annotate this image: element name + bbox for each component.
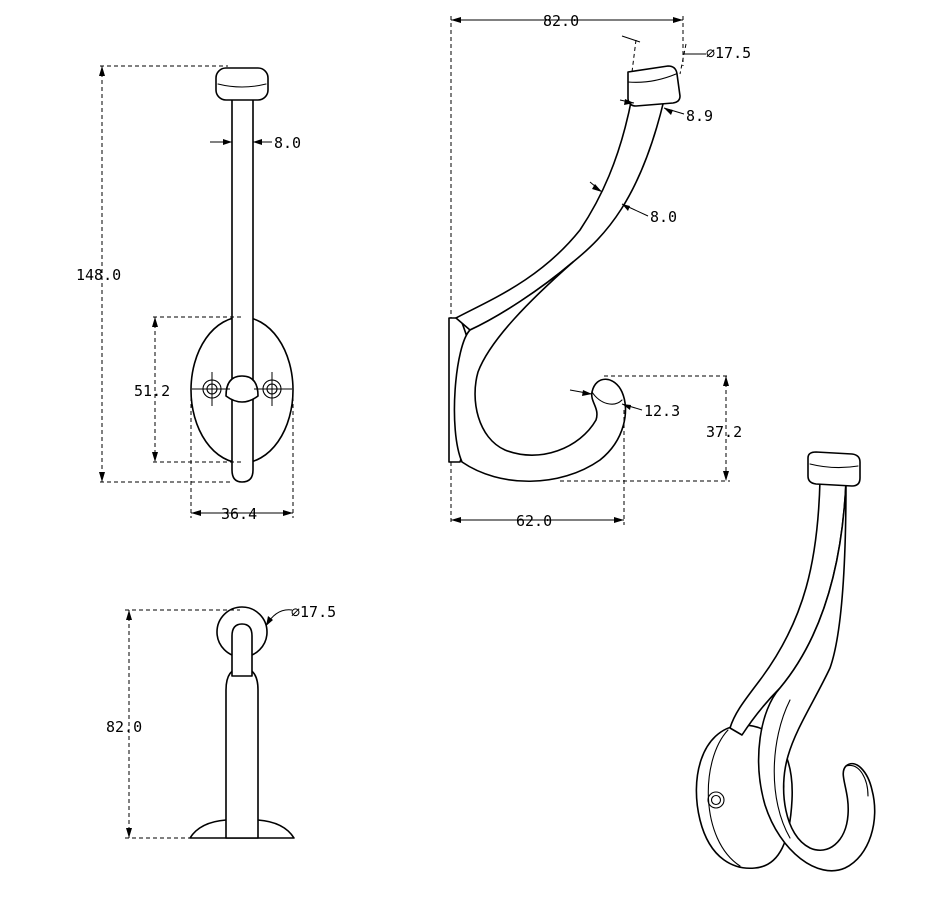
dim-plate-height-label: 51.2 bbox=[134, 382, 170, 400]
iso-cap bbox=[807, 451, 861, 487]
iso-screw-hole-left bbox=[707, 791, 725, 809]
dim-side-neck: 8.9 bbox=[619, 99, 713, 125]
dim-side-arm-label: 8.0 bbox=[650, 208, 677, 226]
dim-side-tip-height: 37.2 bbox=[560, 375, 742, 482]
dim-side-cap-label: ⌀17.5 bbox=[706, 44, 751, 62]
dim-side-tip-label: 12.3 bbox=[644, 402, 680, 420]
dim-top-cap-label: ⌀17.5 bbox=[291, 603, 336, 621]
dim-top-height-label: 82.0 bbox=[106, 718, 142, 736]
iso-view bbox=[695, 451, 876, 872]
dim-plate-width: 36.4 bbox=[190, 390, 294, 523]
front-hook-bulge bbox=[225, 375, 259, 403]
front-cap bbox=[215, 67, 269, 101]
front-shank bbox=[231, 95, 254, 483]
dim-side-width: 82.0 bbox=[450, 12, 684, 318]
dim-side-arm: 8.0 bbox=[589, 181, 677, 226]
dim-side-reach-label: 62.0 bbox=[516, 512, 552, 530]
dim-side-tip-height-label: 37.2 bbox=[706, 423, 742, 441]
dim-front-shank-label: 8.0 bbox=[274, 134, 301, 152]
side-view: 82.0 ⌀17.5 8.9 8.0 bbox=[448, 12, 751, 530]
dim-side-neck-label: 8.9 bbox=[686, 107, 713, 125]
front-view: 148.0 8.0 51.2 36.4 bbox=[76, 65, 301, 523]
dim-plate-width-label: 36.4 bbox=[221, 505, 257, 523]
dim-side-tip: 12.3 bbox=[569, 389, 680, 420]
dim-top-height: 82.0 bbox=[106, 609, 240, 839]
front-screw-hole-left bbox=[192, 372, 230, 406]
dim-front-height-label: 148.0 bbox=[76, 266, 121, 284]
side-hook-lower bbox=[453, 261, 627, 482]
dim-plate-height: 51.2 bbox=[134, 316, 242, 463]
iso-hook-curl bbox=[757, 481, 876, 872]
side-hook-body bbox=[455, 96, 665, 331]
top-shank bbox=[225, 667, 259, 839]
side-cap bbox=[627, 65, 681, 107]
dim-top-cap: ⌀17.5 bbox=[265, 603, 336, 627]
top-view: ⌀17.5 82.0 bbox=[106, 603, 336, 839]
dim-side-width-label: 82.0 bbox=[543, 12, 579, 30]
dim-side-cap: ⌀17.5 bbox=[621, 35, 751, 75]
dim-front-shank: 8.0 bbox=[210, 134, 301, 152]
front-screw-hole-right bbox=[254, 372, 292, 406]
dim-side-reach: 62.0 bbox=[450, 410, 625, 530]
dim-front-height: 148.0 bbox=[76, 65, 232, 483]
